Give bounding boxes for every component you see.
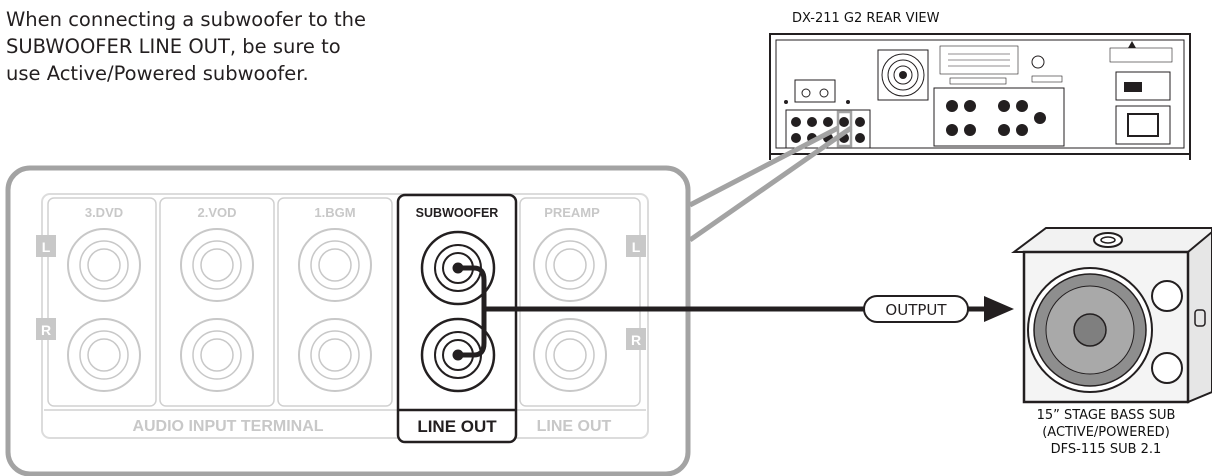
column-header-bgm: 1.BGM <box>314 205 355 220</box>
speaker-caption: 15” STAGE BASS SUB (ACTIVE/POWERED) DFS-… <box>1000 407 1212 458</box>
column-header-subwoofer: SUBWOOFER <box>416 206 499 220</box>
audio-input-columns <box>44 197 646 411</box>
column-header-preamp: PREAMP <box>544 205 600 220</box>
left-channel-badge-right: L <box>632 239 641 255</box>
amplifier-rear-view <box>769 33 1191 160</box>
left-channel-badge: L <box>42 239 51 255</box>
output-label: OUTPUT <box>885 301 947 319</box>
zoom-callout <box>688 125 853 243</box>
output-pill: OUTPUT <box>863 295 969 323</box>
right-channel-badge: R <box>41 322 51 338</box>
intro-line-3: use Active/Powered subwoofer. <box>6 62 309 85</box>
column-header-dvd: 3.DVD <box>85 205 123 220</box>
faded-rca-jacks <box>67 228 607 392</box>
intro-line-1: When connecting a subwoofer to the <box>6 8 366 31</box>
speaker-caption-line-1: 15” STAGE BASS SUB <box>1036 408 1176 423</box>
channel-badges: L R L R <box>36 235 646 350</box>
preamp-line-out-label: LINE OUT <box>537 418 612 435</box>
speaker-caption-line-2: (ACTIVE/POWERED) <box>1042 425 1170 440</box>
arrow-head-icon <box>984 296 1014 322</box>
intro-line-2: SUBWOOFER LINE OUT, be sure to <box>6 35 341 58</box>
rear-view-title: DX-211 G2 REAR VIEW <box>792 11 940 26</box>
speaker-caption-line-3: DFS-115 SUB 2.1 <box>1050 442 1162 457</box>
subwoofer-line-out-label: LINE OUT <box>417 417 497 436</box>
intro-text: When connecting a subwoofer to the SUBWO… <box>6 6 406 87</box>
column-header-vod: 2.VOD <box>197 205 236 220</box>
audio-input-terminal-label: AUDIO INPUT TERMINAL <box>132 418 323 435</box>
subwoofer-speaker <box>1011 227 1212 404</box>
subwoofer-line-out-column: SUBWOOFER LINE OUT <box>396 193 518 444</box>
right-channel-badge-right: R <box>631 332 641 348</box>
